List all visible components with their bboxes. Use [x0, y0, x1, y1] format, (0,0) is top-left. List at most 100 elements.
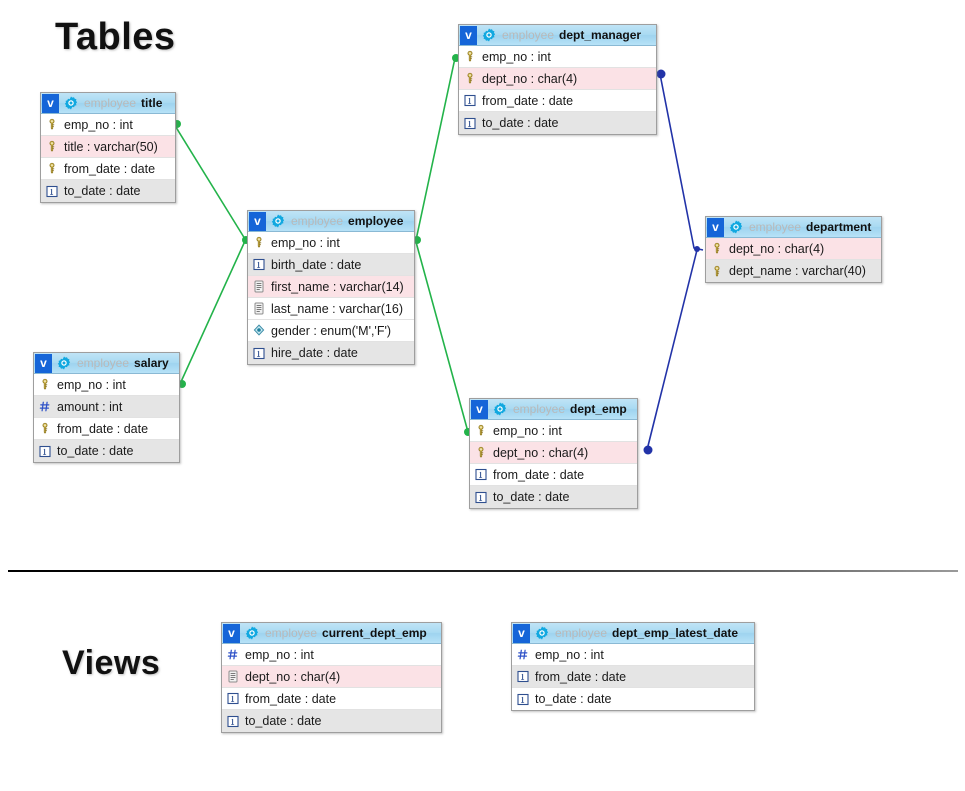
date-icon	[227, 715, 239, 727]
entity-schema-label: employee	[513, 402, 566, 416]
column-row[interactable]: from_date : date	[41, 158, 175, 180]
gear-icon-wrap	[727, 220, 749, 234]
column-label: title : varchar(50)	[64, 139, 158, 154]
entity-name-label: dept_emp	[570, 402, 627, 416]
entity-schema-label: employee	[265, 626, 318, 640]
key-icon	[49, 118, 55, 130]
relationship-employee-dept_emp	[415, 241, 472, 436]
view-badge-icon: v	[35, 353, 52, 373]
column-row[interactable]: title : varchar(50)	[41, 136, 175, 158]
entity-name-label: department	[806, 220, 872, 234]
text-icon	[254, 302, 264, 315]
key-icon-wrap	[46, 140, 64, 153]
key-icon-wrap	[39, 378, 57, 391]
column-row[interactable]: from_date : date	[222, 688, 441, 710]
column-row[interactable]: from_date : date	[34, 418, 179, 440]
date-icon	[517, 693, 529, 705]
column-row[interactable]: hire_date : date	[248, 342, 414, 364]
column-row[interactable]: to_date : date	[41, 180, 175, 202]
column-row[interactable]: amount : int	[34, 396, 179, 418]
relationship-salary-employee	[178, 240, 246, 388]
key-icon-wrap	[39, 422, 57, 435]
column-label: emp_no : int	[482, 49, 551, 64]
column-row[interactable]: to_date : date	[470, 486, 637, 508]
column-row[interactable]: dept_name : varchar(40)	[706, 260, 881, 282]
relationship-department-dept_manager	[656, 69, 704, 252]
column-label: dept_no : char(4)	[493, 445, 589, 460]
key-icon-wrap	[711, 242, 729, 255]
column-label: emp_no : int	[271, 235, 340, 250]
column-row[interactable]: emp_no : int	[41, 114, 175, 136]
entity-name-label: dept_emp_latest_date	[612, 626, 739, 640]
column-label: first_name : varchar(14)	[271, 279, 404, 294]
section-divider	[8, 570, 958, 572]
gear-icon-wrap	[55, 356, 77, 370]
column-row[interactable]: to_date : date	[34, 440, 179, 462]
column-row[interactable]: first_name : varchar(14)	[248, 276, 414, 298]
column-row[interactable]: emp_no : int	[34, 374, 179, 396]
number-icon	[227, 649, 238, 660]
column-label: to_date : date	[64, 184, 141, 198]
column-row[interactable]: to_date : date	[512, 688, 754, 710]
relationship-title-employee	[173, 120, 250, 244]
column-row[interactable]: last_name : varchar(16)	[248, 298, 414, 320]
date-icon	[253, 347, 265, 359]
gear-icon	[482, 28, 496, 42]
date-icon-wrap	[475, 468, 493, 481]
column-row[interactable]: emp_no : int	[222, 644, 441, 666]
column-row[interactable]: dept_no : char(4)	[459, 68, 656, 90]
text-icon	[254, 280, 264, 293]
date-icon-wrap	[46, 185, 64, 198]
column-row[interactable]: dept_no : char(4)	[706, 238, 881, 260]
column-row[interactable]: to_date : date	[222, 710, 441, 732]
column-label: emp_no : int	[64, 117, 133, 132]
enum-icon-wrap	[253, 324, 271, 337]
column-row[interactable]: from_date : date	[512, 666, 754, 688]
column-row[interactable]: emp_no : int	[470, 420, 637, 442]
enum-icon	[253, 324, 265, 336]
column-label: amount : int	[57, 399, 123, 414]
key-icon-wrap	[475, 424, 493, 437]
text-icon-wrap	[253, 302, 271, 315]
key-icon-wrap	[253, 236, 271, 249]
column-row[interactable]: emp_no : int	[459, 46, 656, 68]
column-label: from_date : date	[493, 467, 585, 482]
column-label: to_date : date	[57, 444, 134, 458]
column-label: gender : enum('M','F')	[271, 323, 392, 338]
column-row[interactable]: gender : enum('M','F')	[248, 320, 414, 342]
column-row[interactable]: emp_no : int	[248, 232, 414, 254]
column-row[interactable]: from_date : date	[459, 90, 656, 112]
column-row[interactable]: to_date : date	[459, 112, 656, 134]
entity-schema-label: employee	[502, 28, 555, 42]
key-icon	[42, 422, 48, 434]
date-icon-wrap	[517, 693, 535, 706]
gear-icon	[64, 96, 78, 110]
date-icon	[475, 468, 487, 481]
column-row[interactable]: dept_no : char(4)	[470, 442, 637, 464]
entity-schema-label: employee	[291, 214, 344, 228]
date-icon	[517, 670, 529, 683]
date-icon	[39, 445, 51, 457]
number-icon	[39, 401, 50, 412]
entity-name-label: salary	[134, 356, 169, 370]
column-row[interactable]: birth_date : date	[248, 254, 414, 276]
gear-icon-wrap	[533, 626, 555, 640]
column-row[interactable]: dept_no : char(4)	[222, 666, 441, 688]
gear-icon	[57, 356, 71, 370]
date-icon-wrap	[227, 692, 245, 705]
column-row[interactable]: emp_no : int	[512, 644, 754, 666]
relationship-department-dept_emp	[643, 249, 698, 455]
column-row[interactable]: from_date : date	[470, 464, 637, 486]
